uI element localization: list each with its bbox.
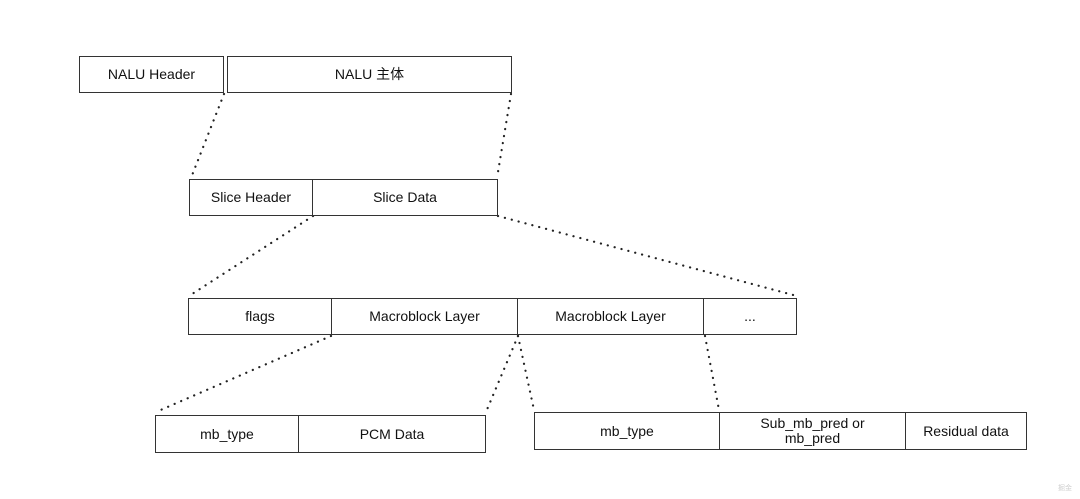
flags-box: flags <box>188 298 332 335</box>
mb-layer-2-right-link <box>703 334 721 412</box>
mb-type-box-normal: mb_type <box>534 412 720 450</box>
slice-data-box: Slice Data <box>313 179 498 216</box>
mb-type-box-pcm: mb_type <box>155 415 299 453</box>
pcm-macroblock-row: mb_type PCM Data <box>155 415 486 453</box>
mb-pred-box: Sub_mb_pred or mb_pred <box>720 412 906 450</box>
nalu-row: NALU Header NALU 主体 <box>79 56 512 93</box>
slice-header-box: Slice Header <box>189 179 313 216</box>
residual-data-box: Residual data <box>906 412 1027 450</box>
mb-layer-1-left-link <box>154 334 333 414</box>
macroblock-layer-box-1: Macroblock Layer <box>332 298 518 335</box>
slice-data-left-link <box>187 214 315 298</box>
nalu-body-right-link <box>495 92 513 180</box>
normal-macroblock-row: mb_type Sub_mb_pred or mb_pred Residual … <box>534 412 1027 450</box>
ellipsis-box: ... <box>704 298 797 335</box>
mb-layer-1-right-link <box>484 334 520 414</box>
slice-row: Slice Header Slice Data <box>189 179 498 216</box>
macroblock-layer-box-2: Macroblock Layer <box>518 298 704 335</box>
nalu-body-left-link <box>189 92 226 180</box>
mb-layer-2-left-link <box>516 334 536 412</box>
slice-data-right-link <box>496 214 799 298</box>
nalu-header-box: NALU Header <box>79 56 224 93</box>
pcm-data-box: PCM Data <box>299 415 486 453</box>
watermark: 掘金 <box>1058 485 1072 492</box>
nalu-body-box: NALU 主体 <box>227 56 512 93</box>
slice-data-row: flags Macroblock Layer Macroblock Layer … <box>188 298 797 335</box>
